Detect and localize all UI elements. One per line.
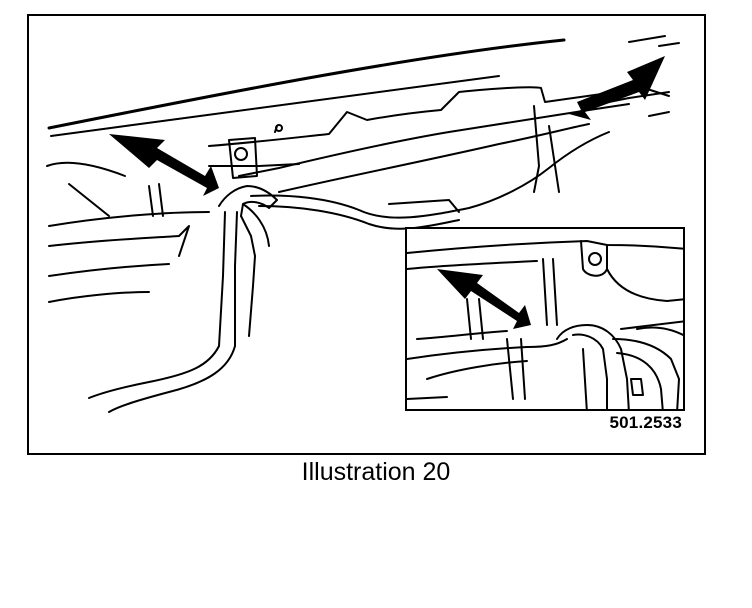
figure-caption: Illustration 20 xyxy=(301,458,451,486)
detail-inset xyxy=(405,227,685,411)
arrow-icon xyxy=(109,134,219,196)
vehicle-cowl-drawing xyxy=(46,35,680,413)
arrow-icon xyxy=(437,269,531,329)
figure-reference-code: 501.2533 xyxy=(609,413,682,432)
detail-drawing xyxy=(407,240,683,409)
illustration-frame: 501.2533 xyxy=(27,14,706,455)
arrow-icon xyxy=(569,56,665,120)
